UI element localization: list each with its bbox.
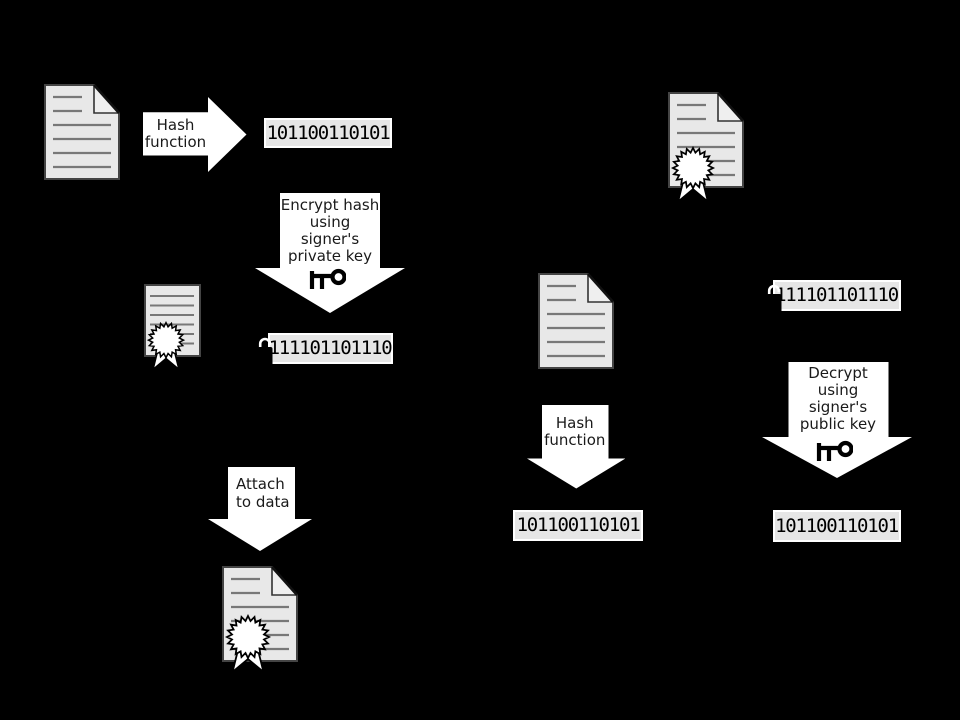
encrypt-label-line2: using signer's (300, 212, 360, 248)
signature-value: 111101101110 (268, 337, 393, 359)
decrypted-hash-value-box: 101100110101 (772, 509, 901, 542)
rosette-seal-icon (146, 321, 186, 372)
hash-function-label-line2: function (144, 132, 207, 151)
decrypt-label-line3: public key (799, 415, 877, 433)
hash-value-box: 101100110101 (513, 509, 643, 541)
hash-function-label-line2: function (544, 430, 606, 449)
hash-function-label: Hash function (542, 405, 609, 459)
decrypt-arrow (761, 361, 912, 478)
encrypt-label-line1: Encrypt hash (280, 195, 380, 214)
decrypted-hash-value: 101100110101 (775, 514, 899, 537)
hash-value: 101100110101 (516, 514, 641, 536)
rosette-seal-icon (670, 146, 716, 204)
encrypt-arrow-label: Encrypt hash using signer's private key (280, 193, 380, 268)
padlock-icon (766, 284, 782, 314)
decrypt-label-line2: using signer's (808, 381, 868, 416)
hash-function-label-line1: Hash (555, 413, 594, 432)
signature-value-box: 111101101110 (267, 332, 393, 364)
hash-value-box: 101100110101 (264, 117, 392, 148)
hash-function-arrow-right (143, 96, 247, 172)
signature-value: 111101101110 (775, 284, 899, 306)
document-icon (538, 273, 614, 369)
document-icon (44, 84, 120, 180)
encrypt-label-line3: private key (287, 246, 373, 265)
attach-arrow (208, 466, 312, 551)
hash-function-label: Hash function (143, 112, 208, 156)
encrypt-arrow (255, 193, 405, 313)
decrypt-label-line1: Decrypt (808, 364, 868, 382)
attach-label-line1: Attach (236, 474, 285, 493)
key-icon (816, 440, 853, 461)
attach-arrow-label: Attach to data (228, 467, 295, 519)
hash-function-arrow-down (526, 405, 625, 489)
hash-value: 101100110101 (266, 121, 391, 144)
padlock-icon (257, 337, 273, 367)
key-icon (309, 268, 346, 289)
signature-value-box: 111101101110 (772, 279, 901, 311)
rosette-seal-icon (224, 614, 272, 675)
decrypt-arrow-label: Decrypt using signer's public key (788, 362, 888, 437)
attach-label-line2: to data (236, 492, 290, 511)
hash-function-label-line1: Hash (156, 116, 195, 134)
